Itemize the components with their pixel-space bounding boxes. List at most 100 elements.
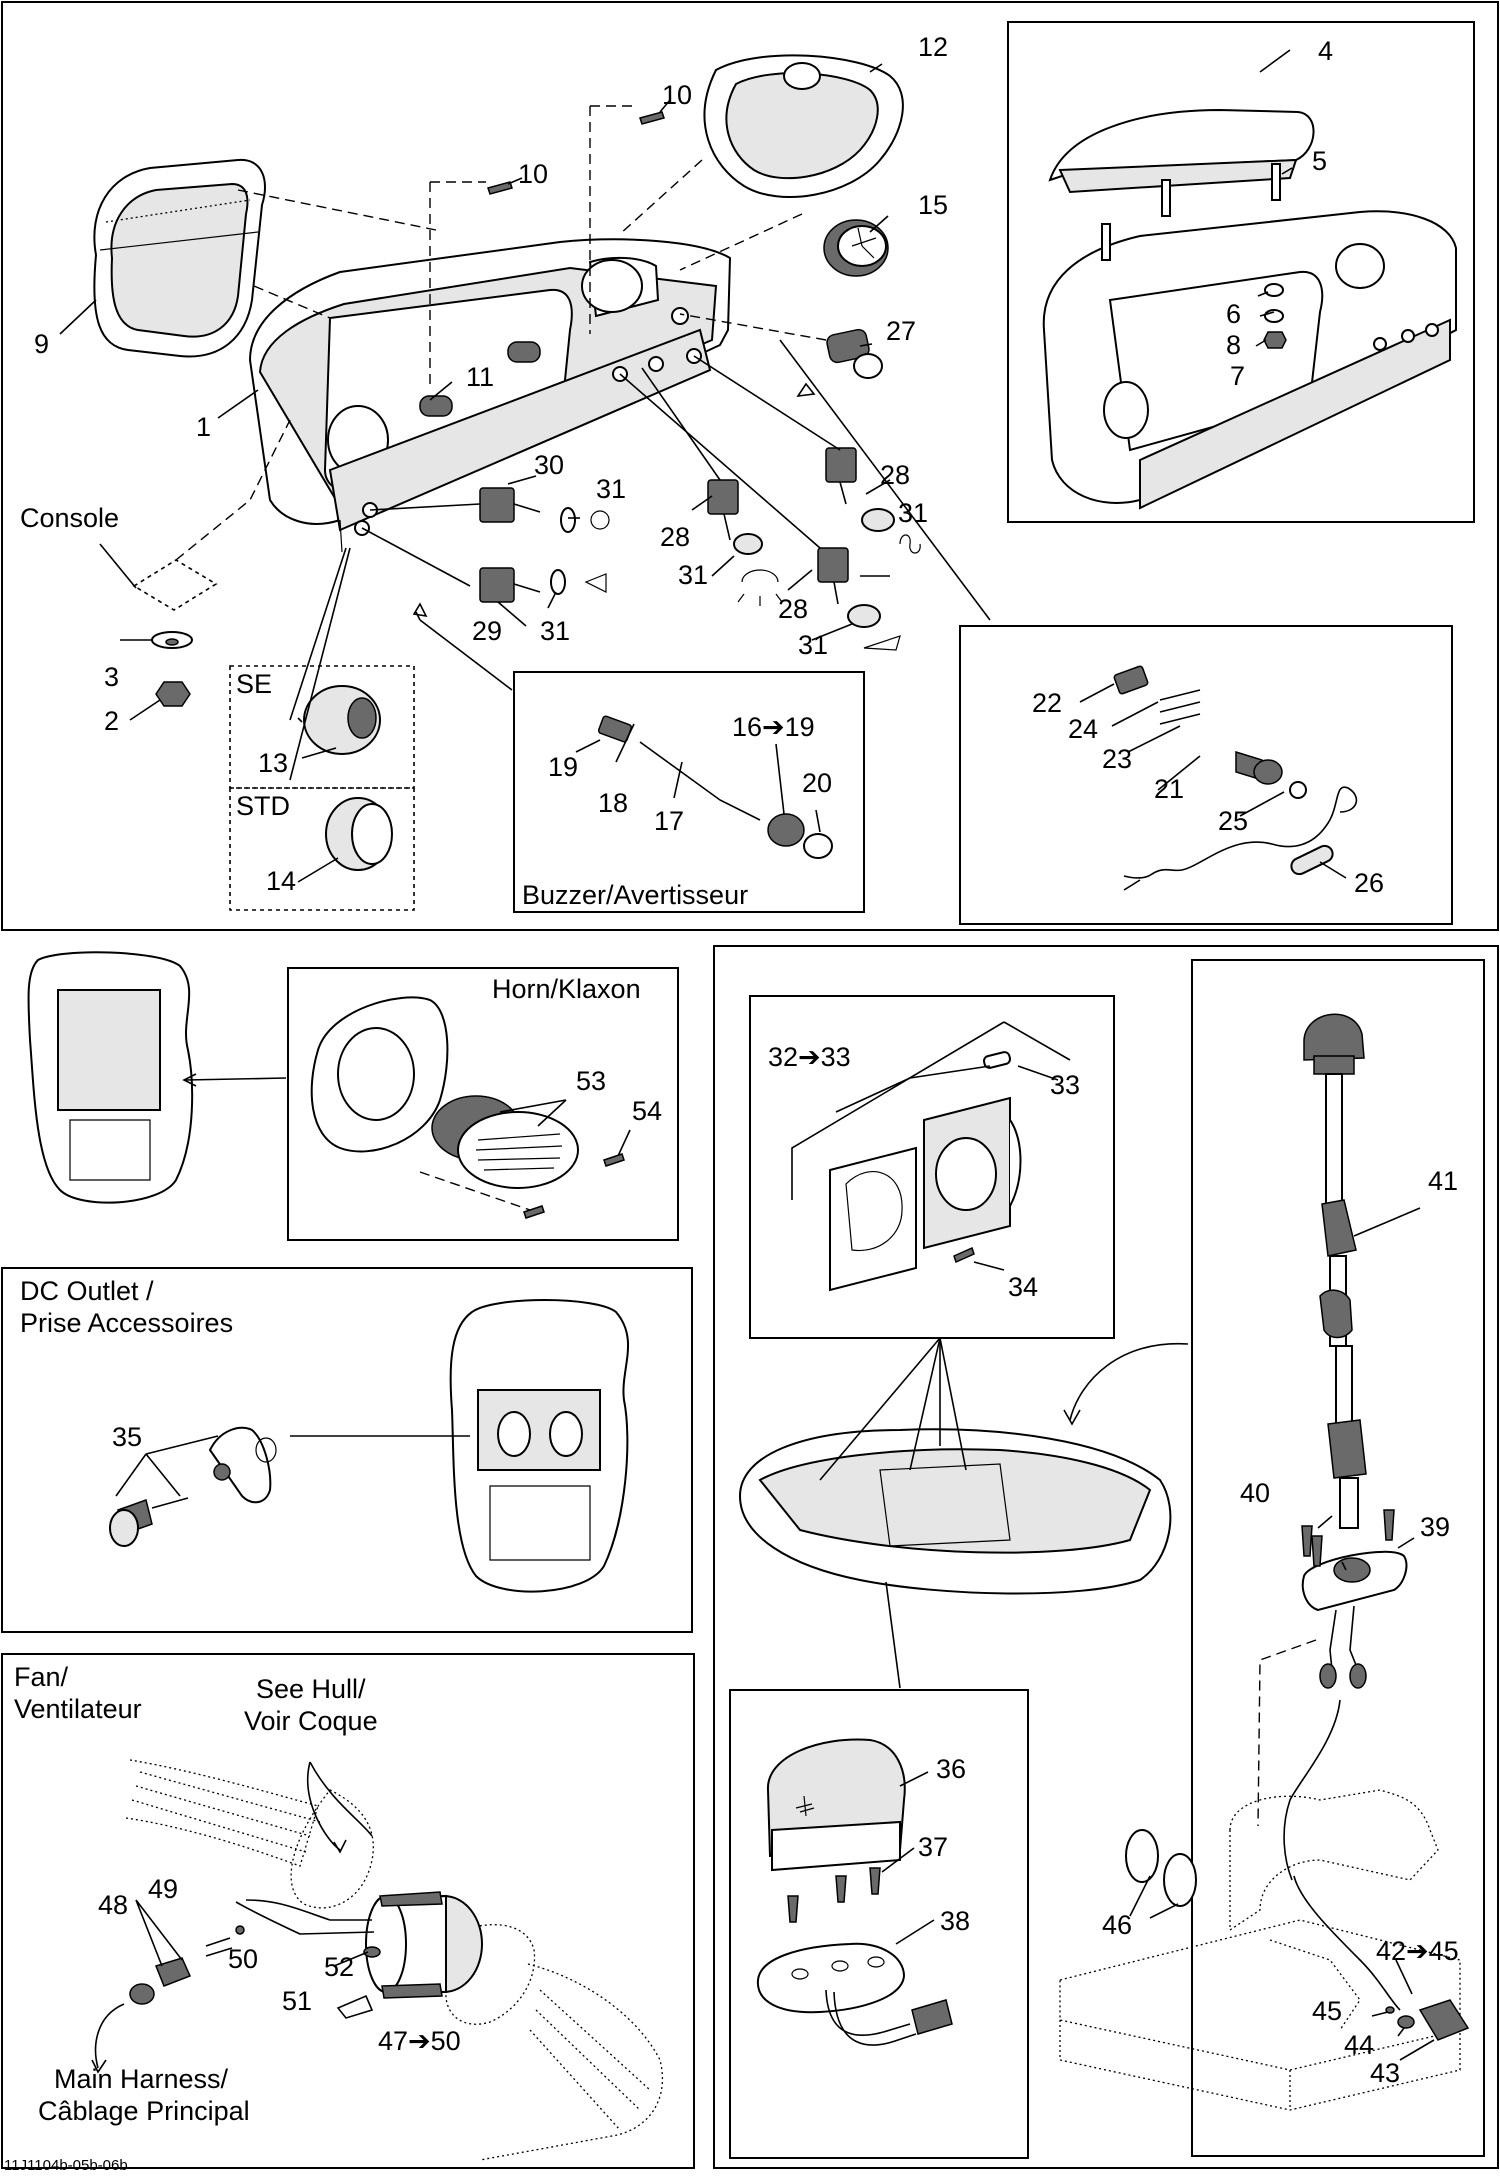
callout: 40 [1240, 1478, 1270, 1508]
callout: 33 [1050, 1070, 1080, 1100]
key-switch-parts [1113, 665, 1358, 891]
dc-outlet-label-line1: DC Outlet / [20, 1276, 154, 1306]
dc-plug [826, 328, 883, 379]
lights-assembly [738, 1013, 1470, 2111]
callout: 20 [802, 768, 832, 798]
callout: 23 [1102, 744, 1132, 774]
callout: 30 [534, 450, 564, 480]
callout: 51 [282, 1986, 312, 2016]
buzzer-label: Buzzer/Avertisseur [522, 880, 748, 910]
fan-frame [1, 1653, 695, 2169]
toggle-switches [479, 447, 895, 628]
main-harness-label-line1: Main Harness/ [54, 2064, 229, 2094]
screw [487, 181, 513, 195]
callout: 31 [798, 630, 828, 660]
callout: 43 [1370, 2058, 1400, 2088]
console-assembly [59, 49, 1457, 891]
bezel [703, 54, 904, 198]
callout: 13 [258, 748, 288, 778]
see-hull-label-line2: Voir Coque [244, 1706, 378, 1736]
callout: 28 [660, 522, 690, 552]
callout: 32➔33 [768, 1042, 851, 1072]
std-label: STD [236, 791, 290, 821]
callout: 3 [104, 662, 119, 692]
nut [155, 681, 191, 707]
callout: 39 [1420, 1512, 1450, 1542]
callout: 16➔19 [732, 712, 815, 742]
callout: 53 [576, 1066, 606, 1096]
horn-label: Horn/Klaxon [492, 974, 641, 1004]
callout: 15 [918, 190, 948, 220]
callout: 14 [266, 866, 296, 896]
callout: 7 [1230, 361, 1245, 391]
connector [155, 1957, 192, 1987]
buzzer-frame [513, 671, 865, 913]
std-gauge-frame [229, 787, 415, 911]
callout: 45 [1312, 1996, 1342, 2026]
callout: 5 [1312, 146, 1327, 176]
callout: 31 [898, 498, 928, 528]
callout: 18 [598, 788, 628, 818]
main-console-frame [1, 1, 1499, 931]
callout: 54 [632, 1096, 662, 1126]
screw [639, 111, 665, 125]
callout: 34 [1008, 1272, 1038, 1302]
deck-light-frame [729, 1689, 1029, 2159]
buzzer-parts [597, 715, 833, 859]
side-light-bezel [829, 1146, 917, 1292]
pole-connector [1418, 1999, 1470, 2041]
callout: 27 [886, 316, 916, 346]
callout: 28 [778, 594, 808, 624]
figure-code: 11J1104b-05b-06b [4, 2157, 128, 2174]
se-gauge-frame [229, 665, 415, 789]
callout: 10 [518, 159, 548, 189]
horn-assembly [27, 951, 631, 1219]
se-label: SE [236, 669, 272, 699]
callout: 8 [1226, 330, 1241, 360]
callout: 6 [1226, 299, 1241, 329]
callout: 1 [196, 412, 211, 442]
callout: 22 [1032, 688, 1062, 718]
callout: 31 [540, 616, 570, 646]
callout: 46 [1102, 1910, 1132, 1940]
dc-outlet-label-line2: Prise Accessoires [20, 1308, 233, 1338]
callout: 21 [1154, 774, 1184, 804]
fan-label-line1: Fan/ [14, 1662, 69, 1692]
deck-light-base [756, 1942, 906, 2014]
dc-outlet-assembly [109, 1299, 629, 1593]
callout: 38 [940, 1906, 970, 1936]
cable-tie [1163, 1853, 1197, 1907]
callout: 31 [678, 560, 708, 590]
console-label: Console [20, 503, 119, 533]
pole-light-lamp [1303, 1013, 1365, 1061]
callout: 47➔50 [378, 2026, 461, 2056]
callout: 48 [98, 1890, 128, 1920]
callout: 36 [936, 1754, 966, 1784]
pole-light-frame [1191, 959, 1485, 2157]
callout: 24 [1068, 714, 1098, 744]
cable-tie [1125, 1829, 1159, 1883]
console-leaders [59, 49, 1347, 883]
callout: 37 [918, 1832, 948, 1862]
function-icons [584, 510, 921, 651]
callout: 10 [662, 80, 692, 110]
washer [363, 1946, 381, 1958]
callout: 2 [104, 706, 119, 736]
callout: 26 [1354, 868, 1384, 898]
callout: 31 [596, 474, 626, 504]
lights-frame [713, 945, 1499, 2169]
callout: 11 [466, 362, 494, 392]
callout: 9 [34, 329, 49, 359]
console-body [248, 238, 732, 553]
callout: 25 [1218, 806, 1248, 836]
callout: 42➔45 [1376, 1936, 1459, 1966]
gauge-cluster [93, 158, 266, 358]
callout: 52 [324, 1952, 354, 1982]
washer-hole [165, 638, 179, 646]
dc-outlet-frame [1, 1267, 693, 1633]
callout: 17 [654, 806, 684, 836]
see-hull-label-line1: See Hull/ [256, 1674, 366, 1704]
section-labels: Console SE STD Buzzer/Avertisseur Horn/K… [4, 503, 748, 2174]
